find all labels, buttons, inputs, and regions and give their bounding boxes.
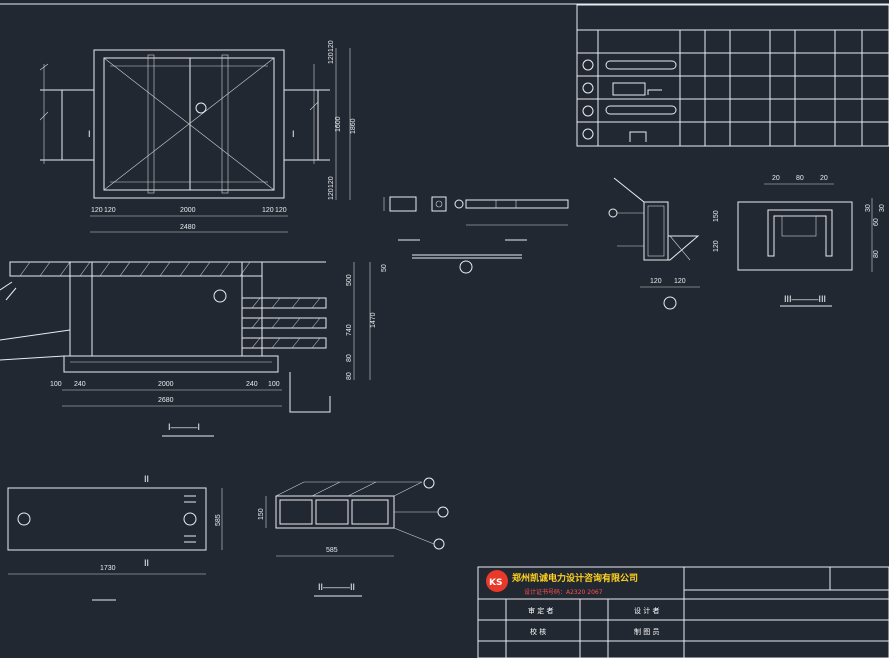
s2-dim-bottom: 585 xyxy=(326,547,338,554)
anchor-detail xyxy=(383,196,569,274)
company-logo-text: KS xyxy=(489,578,502,588)
plan-section-mark-left: I xyxy=(88,129,91,139)
plan-dim-b1: 120 xyxy=(91,207,103,214)
plan-dim-b5: 120 xyxy=(275,207,287,214)
plan-dim-r6: 120 xyxy=(328,176,335,188)
s1-dim-b1: 100 xyxy=(50,381,62,388)
s1-dim-b5: 100 xyxy=(268,381,280,388)
company-name: 郑州凯诚电力设计咨询有限公司 xyxy=(512,572,638,584)
section-2-label: II———II xyxy=(318,582,355,592)
section-2-2: 150 585 II———II xyxy=(258,477,449,597)
s1-dim-b6: 2680 xyxy=(158,397,174,404)
cover-mark-bottom: II xyxy=(144,558,149,568)
corner-dim-b2: 120 xyxy=(674,278,686,285)
s1-dim-b2: 240 xyxy=(74,381,86,388)
beam-dim-t1: 20 xyxy=(772,175,780,182)
s1-dim-r2: 500 xyxy=(346,274,353,286)
s1-dim-r5: 80 xyxy=(346,354,353,362)
cover-plate: II II 585 1730 xyxy=(7,474,223,601)
plan-section-mark-right: I xyxy=(292,129,295,139)
plan-dim-r4: 1860 xyxy=(350,118,357,134)
license-number: 设计证书号码：A2320 2067 xyxy=(524,588,603,596)
plan-view: I I 120 120 1600 1860 120 120 120 120 20… xyxy=(39,40,357,233)
beam-dim-r4: 80 xyxy=(873,250,880,258)
s2-dim-left: 150 xyxy=(258,508,265,520)
plan-dim-r5: 120 xyxy=(328,188,335,200)
corner-dim-l2: 120 xyxy=(713,240,720,252)
material-table xyxy=(576,4,889,147)
tb-row2-right: 制 图 员 xyxy=(634,627,659,636)
plan-dim-r2: 120 xyxy=(328,40,335,52)
beam-dim-t3: 20 xyxy=(820,175,828,182)
beam-dim-t2: 80 xyxy=(796,175,804,182)
corner-dim-b1: 120 xyxy=(650,278,662,285)
plan-dim-b3: 2000 xyxy=(180,207,196,214)
plan-dim-r3: 1600 xyxy=(335,116,342,132)
plan-dim-b4: 120 xyxy=(262,207,274,214)
beam-dim-r3: 30 xyxy=(879,204,886,212)
pipe-corner-section: 120 120 150 120 xyxy=(608,177,720,310)
s1-dim-b4: 240 xyxy=(246,381,258,388)
cover-mark-top: II xyxy=(144,474,149,484)
plan-dim-r1: 120 xyxy=(328,52,335,64)
beam-section-label: III———III xyxy=(784,294,826,304)
s1-dim-r4: 1470 xyxy=(370,312,377,328)
cover-dim-bottom: 1730 xyxy=(100,565,116,572)
title-block: KS 郑州凯诚电力设计咨询有限公司 设计证书号码：A2320 2067 审 定 … xyxy=(477,566,889,658)
cover-dim-right: 585 xyxy=(215,514,222,526)
s1-dim-r6: 80 xyxy=(346,372,353,380)
plan-dim-b6: 2480 xyxy=(180,224,196,231)
s1-dim-r1: 50 xyxy=(381,264,388,272)
section-1-label: I———I xyxy=(168,422,200,432)
s1-dim-r3: 740 xyxy=(346,324,353,336)
company-logo xyxy=(486,570,508,592)
plan-dim-b2: 120 xyxy=(104,207,116,214)
tb-row2-left: 校 核 xyxy=(530,627,546,636)
beam-dim-r1: 30 xyxy=(865,204,872,212)
section-1-1: 100 240 2000 240 100 2680 50 500 740 147… xyxy=(0,261,388,437)
tb-row1-right: 设 计 者 xyxy=(634,606,659,615)
corner-dim-l1: 150 xyxy=(713,210,720,222)
tb-row1-left: 审 定 者 xyxy=(528,606,553,615)
s1-dim-b3: 2000 xyxy=(158,381,174,388)
beam-dim-r2: 60 xyxy=(873,218,880,226)
beam-section: 20 80 20 30 60 30 80 III———III xyxy=(737,175,886,307)
